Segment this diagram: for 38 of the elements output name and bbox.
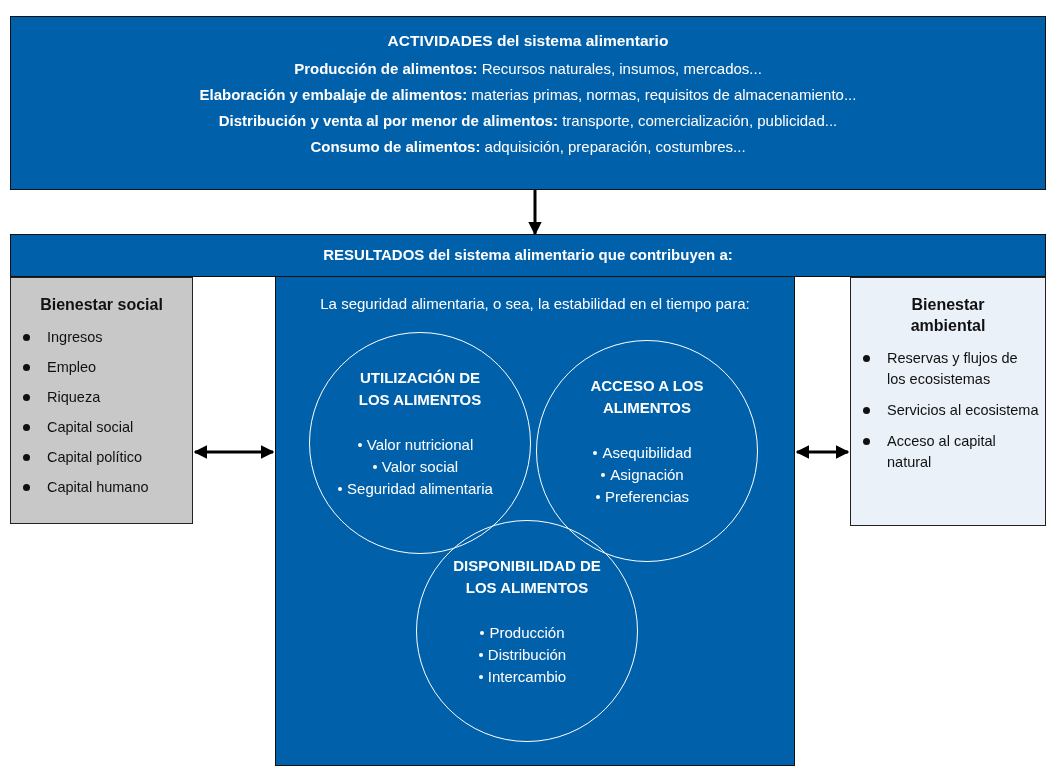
results-banner [10, 234, 1046, 277]
activity-line: Producción de alimentos: Recursos naturales, insumos, mercados... [294, 59, 762, 78]
box-heading: RESULTADOS del sistema alimentario que contribuyen a: [323, 246, 733, 263]
list-item: Capital social [47, 417, 186, 437]
activity-line: Elaboración y embalaje de alimentos: materias primas, normas, requisitos de almacenamiento... [199, 85, 857, 104]
intro-text: La seguridad alimentaria, o sea, la estabilidad en el tiempo para: [320, 295, 750, 312]
activities-box [10, 16, 1046, 190]
arrow [528, 190, 542, 236]
activity-line: Distribución y venta al por menor de alimentos: transporte, comercialización, publicidad... [218, 111, 838, 130]
environmental-wellbeing-box [850, 277, 1046, 526]
list-item: Preferencias [604, 487, 690, 507]
list-item: Intercambio [487, 667, 567, 687]
box-heading: Bienestar social [39, 295, 164, 315]
circle-heading: DISPONIBILIDAD DE LOS ALIMENTOS [452, 556, 602, 598]
list-item: Distribución [487, 645, 567, 665]
circle-heading: UTILIZACIÓN DE LOS ALIMENTOS [357, 368, 483, 410]
list-item: Ingresos [47, 327, 186, 347]
list-item: Producción [489, 623, 565, 643]
list-item: Valor nutricional [366, 435, 474, 455]
list-item: Reservas y flujos de los ecosistemas [887, 348, 1039, 390]
list-item: Seguridad alimentaria [347, 479, 493, 499]
arrow [795, 445, 850, 459]
list-item: Valor social [381, 457, 459, 477]
list-item: Capital humano [47, 477, 186, 497]
list-item: Empleo [47, 357, 186, 377]
social-wellbeing-box [10, 277, 193, 524]
list-item: Riqueza [47, 387, 186, 407]
food-security-panel [275, 277, 795, 766]
list-item: Acceso al capital natural [887, 431, 1039, 473]
box-heading: ACTIVIDADES del sistema alimentario [387, 31, 669, 50]
list-item: Asequibilidad [602, 443, 692, 463]
box-heading: Bienestar ambiental [909, 295, 987, 336]
list-item: Servicios al ecosistema [887, 400, 1039, 421]
list-item: Capital político [47, 447, 186, 467]
activity-line: Consumo de alimentos: adquisición, preparación, costumbres... [310, 137, 746, 156]
list-item: Asignación [610, 465, 684, 485]
arrow [193, 445, 275, 459]
circle-heading: ACCESO A LOS ALIMENTOS [589, 376, 705, 418]
